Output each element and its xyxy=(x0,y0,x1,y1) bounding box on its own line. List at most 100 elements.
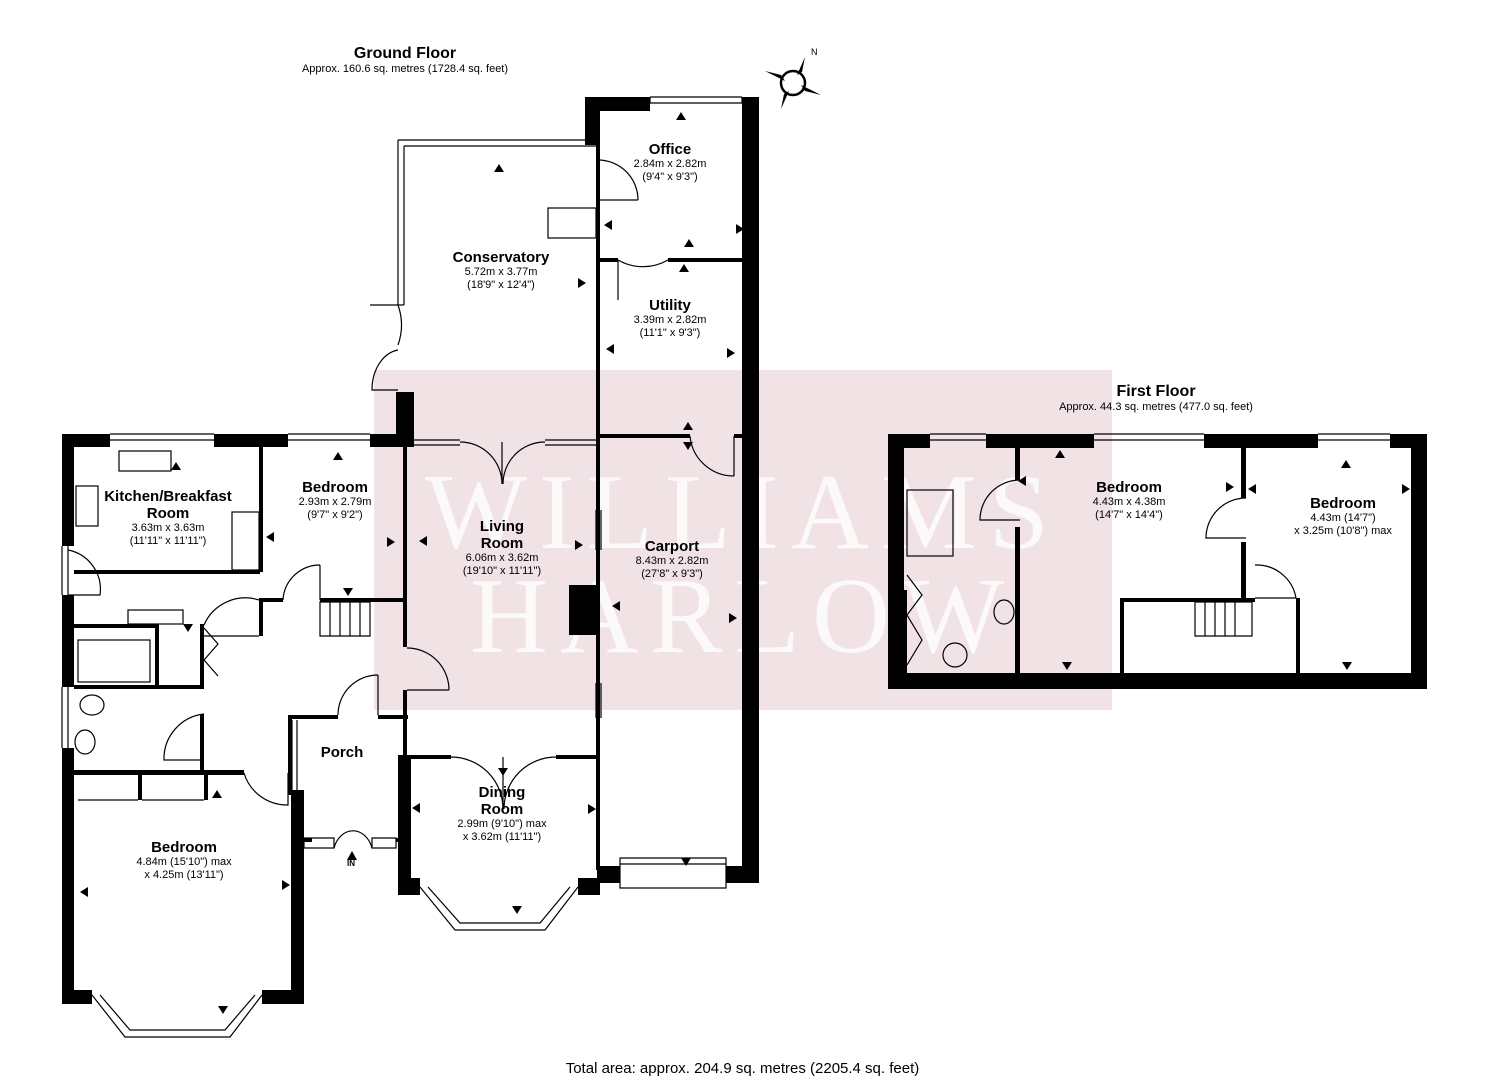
wall xyxy=(74,624,158,628)
door xyxy=(597,159,639,201)
watermark-line-2: HARLOW xyxy=(374,562,1112,672)
wall xyxy=(288,715,338,719)
room-conservatory: Conservatory 5.72m x 3.77m (18'9" x 12'4… xyxy=(436,249,566,292)
door xyxy=(203,597,260,637)
wall xyxy=(398,878,420,895)
door xyxy=(282,564,321,601)
door xyxy=(689,435,735,477)
room-name-line-2: Room xyxy=(480,801,524,818)
door xyxy=(406,647,450,691)
wall xyxy=(986,434,1094,448)
wall xyxy=(370,434,414,447)
room-dim-metric: 2.99m (9'10") max xyxy=(457,818,547,830)
wall xyxy=(411,755,451,759)
wall xyxy=(62,990,92,1004)
compass-icon: N xyxy=(765,47,821,109)
door xyxy=(1254,564,1297,599)
window xyxy=(930,433,986,441)
room-kitchen: Kitchen/Breakfast Room 3.63m x 3.63m (11… xyxy=(78,488,258,548)
wall xyxy=(1015,448,1020,480)
room-name: Bedroom xyxy=(302,479,368,496)
window xyxy=(61,687,69,748)
window xyxy=(595,510,602,550)
wall xyxy=(1015,527,1020,677)
window xyxy=(61,546,69,595)
stairs xyxy=(319,601,371,637)
wall xyxy=(742,97,759,883)
bay-window xyxy=(91,994,263,1038)
room-office: Office 2.84m x 2.82m (9'4" x 9'3") xyxy=(610,141,730,184)
window xyxy=(371,837,397,849)
wall xyxy=(320,598,406,602)
room-dim-imperial: (9'4" x 9'3") xyxy=(642,171,698,183)
room-living: Living Room 6.06m x 3.62m (19'10" x 11'1… xyxy=(440,518,564,578)
wall xyxy=(155,624,159,689)
wall xyxy=(403,447,407,647)
basin xyxy=(993,599,1015,625)
room-dim-metric: 6.06m x 3.62m xyxy=(465,552,539,564)
wall xyxy=(585,97,650,111)
room-name-line-1: Dining xyxy=(478,784,526,801)
wall xyxy=(597,866,620,883)
toilet xyxy=(79,694,105,716)
wall xyxy=(403,690,407,790)
toilet xyxy=(942,642,968,668)
room-name: Conservatory xyxy=(452,249,550,266)
door xyxy=(1205,497,1247,539)
room-dim-imperial: (14'7" x 14'4") xyxy=(1095,509,1163,521)
room-name-line-1: Kitchen/Breakfast xyxy=(104,488,232,505)
window xyxy=(649,96,743,104)
room-dim-imperial: (27'8" x 9'3") xyxy=(641,568,703,580)
wall xyxy=(888,434,904,689)
wall xyxy=(62,595,74,687)
wall xyxy=(600,434,690,438)
wall xyxy=(291,790,304,1004)
wall xyxy=(378,715,408,719)
wall xyxy=(74,570,260,574)
wall xyxy=(263,598,283,602)
wall xyxy=(200,624,204,689)
ground-floor-header: Ground Floor Approx. 160.6 sq. metres (1… xyxy=(290,44,520,76)
worktop xyxy=(547,207,597,239)
conservatory-glazing xyxy=(397,139,598,306)
wall xyxy=(204,770,208,800)
basin xyxy=(74,729,96,755)
room-name: Carport xyxy=(644,538,700,555)
wall xyxy=(396,838,408,842)
room-dim-metric: 5.72m x 3.77m xyxy=(464,266,538,278)
room-dining: Dining Room 2.99m (9'10") max x 3.62m (1… xyxy=(434,784,570,844)
window xyxy=(1318,433,1390,441)
room-dim-metric: 4.43m x 4.38m xyxy=(1092,496,1166,508)
room-dim-metric: 2.93m x 2.79m xyxy=(298,496,372,508)
room-name: Office xyxy=(648,141,692,158)
room-dim-imperial: (9'7" x 9'2") xyxy=(307,509,363,521)
bay-window xyxy=(419,886,579,931)
room-dim-imperial: (18'9" x 12'4") xyxy=(467,279,535,291)
door xyxy=(333,830,373,849)
door xyxy=(450,756,557,810)
room-dim-metric: 3.63m x 3.63m xyxy=(131,522,205,534)
room-bedroom-first-2: Bedroom 4.43m (14'7") x 3.25m (10'8") ma… xyxy=(1268,495,1418,538)
room-name: Bedroom xyxy=(151,839,217,856)
counter xyxy=(231,511,260,571)
first-floor-area: Approx. 44.3 sq. metres (477.0 sq. feet) xyxy=(1059,401,1253,413)
door xyxy=(163,713,205,761)
wall xyxy=(1296,598,1300,676)
room-dim-imperial: x 4.25m (13'11") xyxy=(144,869,224,881)
room-dim-imperial: x 3.25m (10'8") max xyxy=(1294,525,1392,537)
window xyxy=(1094,433,1204,441)
wall xyxy=(62,434,74,546)
wall xyxy=(596,97,600,870)
counter xyxy=(127,609,184,625)
wardrobe xyxy=(203,627,219,677)
wall xyxy=(578,878,600,895)
room-bedroom-small: Bedroom 2.93m x 2.79m (9'7" x 9'2") xyxy=(270,479,400,522)
wall xyxy=(159,685,204,689)
entry-arrow-icon xyxy=(347,851,357,860)
window xyxy=(619,857,727,889)
hob xyxy=(75,485,99,527)
room-name: Bedroom xyxy=(1310,495,1376,512)
shower xyxy=(906,489,954,557)
room-name: Porch xyxy=(320,744,364,761)
